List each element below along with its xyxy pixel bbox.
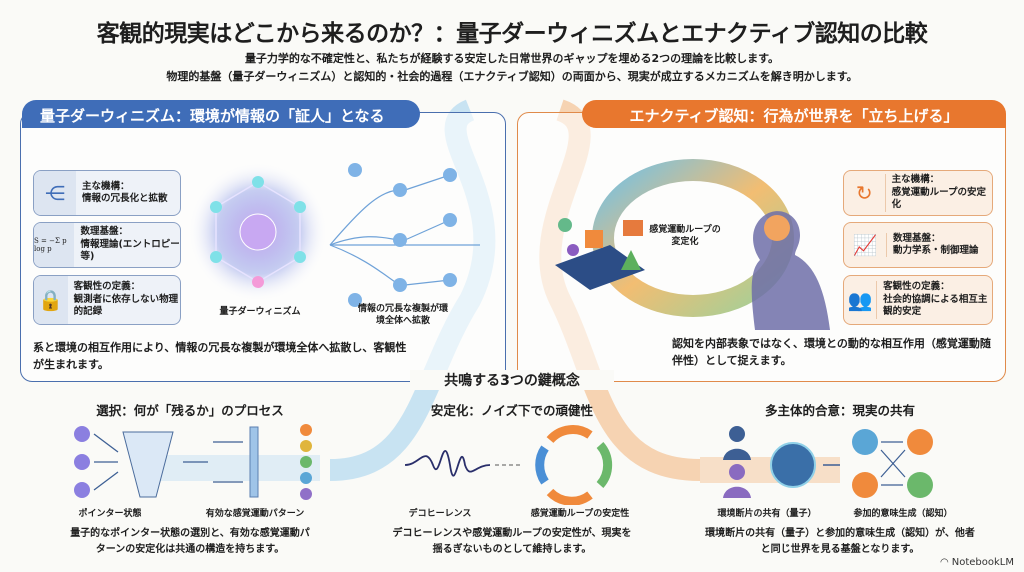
branch-icon: ⋲ <box>34 171 76 215</box>
card-body: 動力学系・制御理論 <box>893 245 979 256</box>
key-concepts-title: 共鳴する3つの鍵概念 <box>410 370 614 390</box>
quantum-network-illustration <box>190 162 480 307</box>
subtitle-line-1: 量子力学的な不確定性と、私たちが経験する安定した日常世界のギャップを埋める2つの… <box>244 52 780 65</box>
card-title: 数理基盤： <box>80 226 128 238</box>
brand-label: NotebookLM <box>951 557 1014 568</box>
decoherence-illustration <box>404 425 613 505</box>
card-title: 主な機構： <box>82 180 130 192</box>
right-card-math: 📈 数理基盤：動力学系・制御理論 <box>843 222 993 268</box>
subtitle-line-2: 物理的基盤（量子ダーウィニズム）と認知的・社会的過程（エナクティブ認知）の両面か… <box>166 70 858 83</box>
card-body: 情報の冗長化と拡散 <box>82 193 168 204</box>
card-body: 観測者に依存しない物理的記録 <box>73 293 179 318</box>
card-body: 情報理論(エントロピー等) <box>80 238 180 263</box>
chart-icon: 📈 <box>852 233 878 257</box>
spread-label: 情報の冗長な複製が環境全体へ拡散 <box>358 304 449 326</box>
card-title: 数理基盤： <box>893 232 941 244</box>
card-body: 感覚運動ループの安定化 <box>891 186 987 211</box>
right-card-mechanism: ↻ 主な機構：感覚運動ループの安定化 <box>843 170 993 216</box>
cycle-icon: ↻ <box>855 181 873 205</box>
concept-selection-text: 量子的なポインター状態の選別と、有効な感覚運動パターンの安定化は共通の構造を持ち… <box>70 528 310 555</box>
right-summary: 認知を内部表象ではなく、環境との動的な相互作用（感覚運動随伴性）として捉えます。 <box>672 337 991 367</box>
left-summary: 系と環境の相互作用により、情報の冗長な複製が環境全体へ拡散し、客観性が生まれます… <box>33 341 407 371</box>
card-title: 主な機構： <box>891 174 940 186</box>
right-card-objectivity: 👥 客観性の定義：社会的協調による相互主観的安定 <box>843 275 993 325</box>
enactive-cognition-header: エナクティブ認知：行為が世界を「立ち上げる」 <box>582 100 1006 128</box>
notebooklm-brand: ◠NotebookLM <box>940 557 1014 568</box>
notebooklm-logo-icon: ◠ <box>940 557 949 568</box>
page-title: 客観的現実はどこから来るのか？：量子ダーウィニズムとエナクティブ認知の比較 <box>96 21 928 47</box>
sensorimotor-loop-illustration <box>555 159 830 330</box>
concept-stabilization-heading: 安定化：ノイズ下での頑健性 <box>430 403 594 418</box>
lock-eye-icon: 🔒 <box>34 276 68 324</box>
people-icon: 👥 <box>847 288 873 312</box>
sensorimotor-pattern-label: 有効な感覚運動パターン <box>205 509 305 519</box>
left-card-math: S = −Σ p log p 数理基盤：情報理論(エントロピー等) <box>33 222 181 268</box>
concept-stabilization-text: デコヒーレンスや感覚運動ループの安定性が、現実を揺るぎないものとして維持します。 <box>392 528 632 555</box>
left-card-mechanism: ⋲ 主な機構：情報の冗長化と拡散 <box>33 170 181 216</box>
quantum-darwinism-label: 量子ダーウィニズム <box>219 307 301 317</box>
decoherence-label: デコヒーレンス <box>408 509 472 519</box>
concept-consensus-heading: 多主体的合意：現実の共有 <box>764 403 915 418</box>
entropy-formula-icon: S = −Σ p log p <box>34 223 75 267</box>
shared-reality-illustration <box>723 426 933 498</box>
card-body: 社会的協調による相互主観的安定 <box>883 293 988 318</box>
left-card-objectivity: 🔒 客観性の定義：観測者に依存しない物理的記録 <box>33 275 181 325</box>
loop-label: 感覚運動ループの変定化 <box>649 225 721 247</box>
concept-selection-heading: 選択：何が「残るか」のプロセス <box>96 403 284 418</box>
environment-fragment-label: 環境断片の共有（量子） <box>717 509 817 519</box>
participatory-sensemaking-label: 参加的意味生成（認知） <box>853 509 953 519</box>
selection-filter-illustration <box>74 424 312 500</box>
card-title: 客観性の定義： <box>883 281 950 293</box>
loop-stability-label: 感覚運動ループの安定性 <box>530 509 630 519</box>
card-title: 客観性の定義： <box>73 281 141 293</box>
concept-consensus-text: 環境断片の共有（量子）と参加的意味生成（認知）が、他者と同じ世界を見る基盤となり… <box>705 528 975 555</box>
pointer-state-label: ポインター状態 <box>78 509 142 519</box>
quantum-darwinism-header: 量子ダーウィニズム：環境が情報の「証人」となる <box>22 100 420 128</box>
